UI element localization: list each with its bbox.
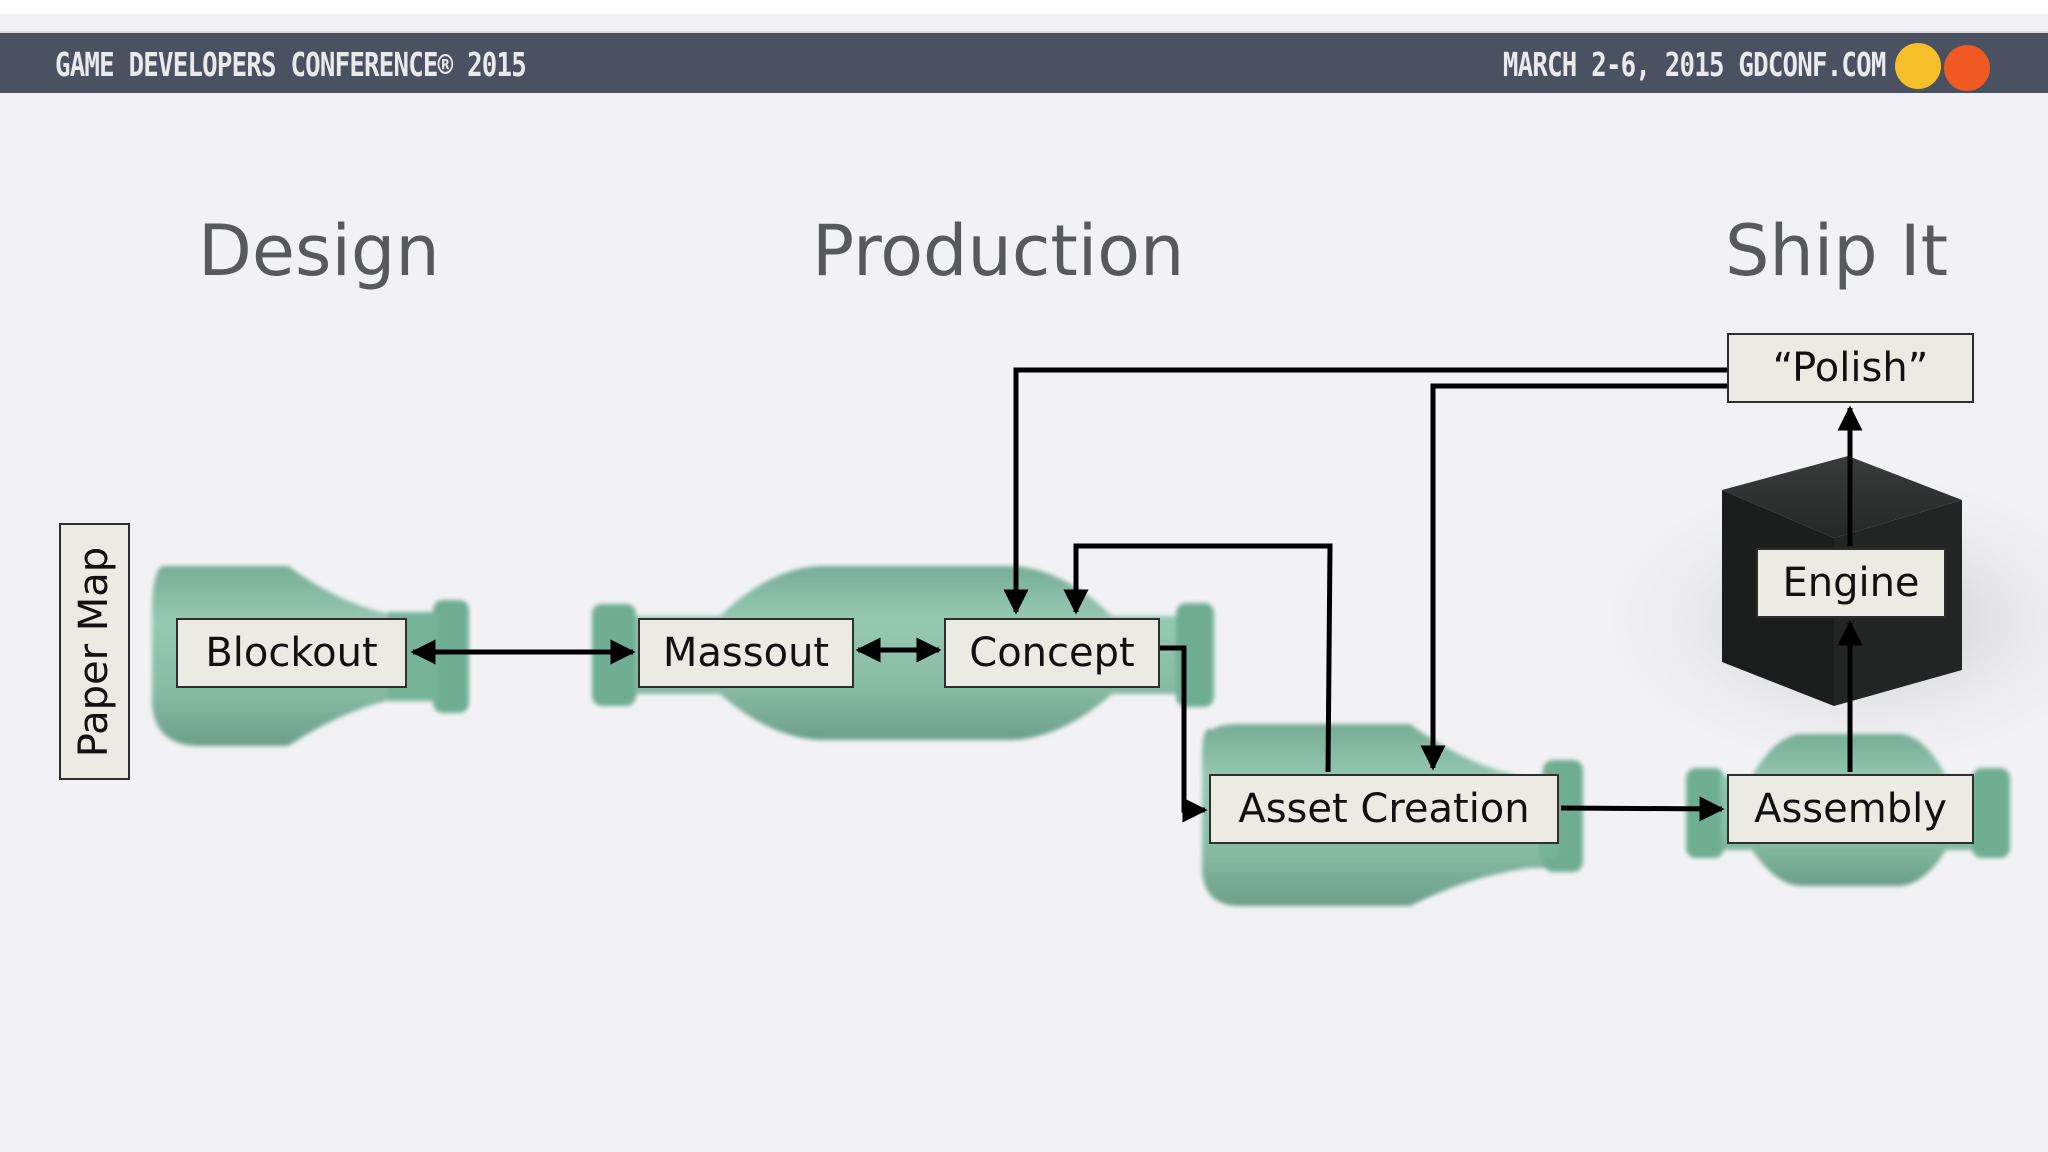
conference-title: GAME DEVELOPERS CONFERENCE® 2015	[55, 45, 527, 84]
node-polish: “Polish”	[1727, 333, 1974, 403]
arrow-asset-assembly	[1560, 796, 1725, 822]
conference-header: GAME DEVELOPERS CONFERENCE® 2015 MARCH 2…	[0, 31, 2048, 93]
arrow-concept-asset	[1160, 645, 1208, 823]
conference-date-url: MARCH 2-6, 2015 GDCONF.COM	[1503, 45, 1886, 84]
arrow-polish-concept	[1003, 367, 1727, 615]
node-paper-map-label: Paper Map	[71, 546, 118, 757]
node-blockout: Blockout	[176, 618, 407, 688]
connectors	[410, 367, 1863, 823]
node-paper-map: Paper Map	[59, 523, 130, 780]
phase-title-ship-it: Ship It	[1725, 210, 1949, 292]
node-massout: Massout	[638, 618, 854, 688]
node-concept: Concept	[944, 618, 1160, 688]
arrow-polish-asset	[1420, 383, 1727, 771]
top-strip	[0, 0, 2048, 14]
node-assembly: Assembly	[1727, 774, 1974, 844]
arrow-asset-concept	[1063, 543, 1333, 773]
phase-title-design: Design	[198, 210, 440, 292]
gdc-logo-yellow-dot	[1895, 43, 1941, 89]
node-engine: Engine	[1756, 548, 1946, 618]
gdc-logo-orange-dot	[1944, 45, 1990, 91]
phase-title-production: Production	[812, 210, 1185, 292]
node-asset-creation: Asset Creation	[1209, 774, 1559, 844]
